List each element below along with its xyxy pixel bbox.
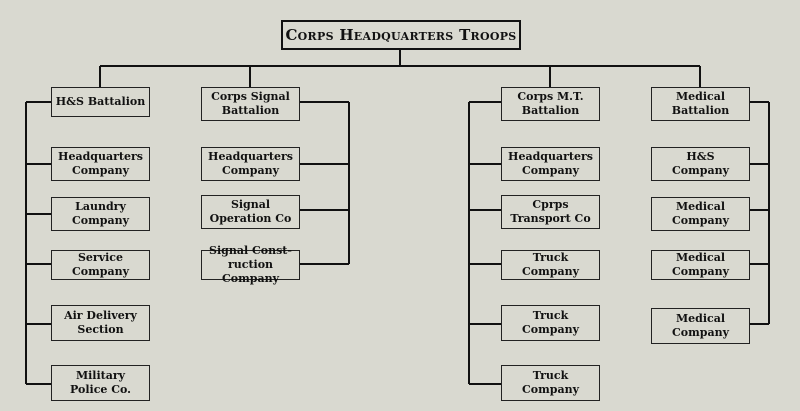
signal-headquarters-company-box: Headquarters Company [201,147,300,181]
truck-company-box-3: Truck Company [501,365,600,401]
service-company-box: Service Company [51,250,150,280]
medical-battalion-box: Medical Battalion [651,87,750,121]
military-police-co-box: Military Police Co. [51,365,150,401]
hs-company-box: H&S Company [651,147,750,181]
air-delivery-section-box: Air Delivery Section [51,305,150,341]
hs-headquarters-company-box: Headquarters Company [51,147,150,181]
medical-company-box-1: Medical Company [651,197,750,231]
medical-company-box-3: Medical Company [651,308,750,344]
laundry-company-box: Laundry Company [51,197,150,231]
corps-mt-battalion-box: Corps M.T. Battalion [501,87,600,121]
truck-company-box-1: Truck Company [501,250,600,280]
medical-company-box-2: Medical Company [651,250,750,280]
signal-construction-company-box: Signal Const- ruction Company [201,244,300,285]
mt-headquarters-company-box: Headquarters Company [501,147,600,181]
truck-company-box-2: Truck Company [501,305,600,341]
corps-transport-co-box: Cprps Transport Co [501,195,600,229]
hs-battalion-box: H&S Battalion [51,87,150,117]
corps-signal-battalion-box: Corps Signal Battalion [201,87,300,121]
signal-operation-co-box: Signal Operation Co [201,195,300,229]
chart-title: Corps Headquarters Troops [281,20,521,50]
